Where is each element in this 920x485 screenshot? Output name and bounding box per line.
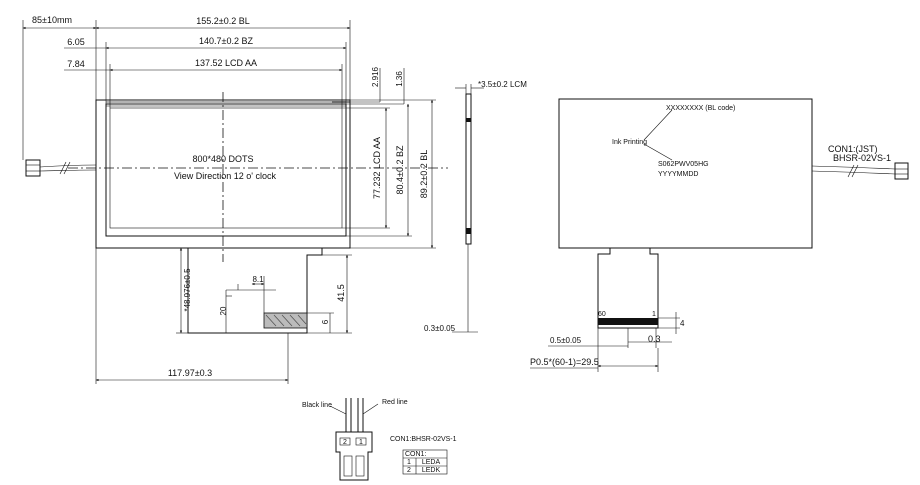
pin-1-label: 1	[652, 311, 656, 318]
red-line-label: Red line	[382, 399, 408, 406]
pin-2-marker: 2	[343, 439, 347, 446]
resolution-label: 800*480 DOTS	[192, 154, 253, 164]
pin-table-row-no: 1	[407, 459, 411, 466]
dim-pitch: P0.5*(60-1)=29.5	[530, 357, 599, 367]
front-view: 85±10mm 155.2±0.2 BL 140.7±0.2 BZ 137.52…	[22, 15, 448, 384]
dim-7-84: 7.84	[67, 59, 85, 69]
pin-table-row-name: LEDA	[422, 459, 441, 466]
con-label-2: BHSR-02VS-1	[833, 153, 891, 163]
dim-bz-height: 80.4±0.2 BZ	[395, 145, 405, 194]
dim-41-5: 41.5	[336, 284, 346, 302]
dim-back-4: 4	[680, 319, 685, 328]
pin-table	[402, 449, 448, 475]
pin-table-row-name: LEDK	[422, 467, 441, 474]
dim-bl-height: 89.2±0.2 BL	[419, 150, 429, 198]
dim-lcm: *3.5±0.2 LCM	[478, 80, 527, 89]
dim-85: 85±10mm	[32, 15, 72, 25]
fpc-tail-outline	[187, 248, 323, 334]
dim-8-1: 8.1	[252, 275, 264, 284]
dim-aa-height: 77.232 LCD AA	[372, 137, 382, 199]
pin-table-header: CON1:	[405, 451, 426, 458]
dim-2-916: 2.916	[371, 66, 380, 87]
bezel-outline	[105, 103, 347, 237]
dim-6-05: 6.05	[67, 37, 85, 47]
pin-60-label: 60	[598, 311, 606, 318]
view-direction-label: View Direction 12 o' clock	[174, 171, 277, 181]
side-view: *3.5±0.2 LCM 0.3±0.05	[424, 80, 527, 333]
dim-back-0-3: 0.3	[648, 334, 661, 344]
dim-side-0-3: 0.3±0.05	[424, 324, 456, 333]
connector-housing	[335, 431, 373, 481]
fpc-contact-pad	[263, 312, 308, 329]
back-fpc-outline	[597, 248, 659, 329]
dim-back-0-5: 0.5±0.05	[550, 336, 582, 345]
bl-code-label: XXXXXXXX (BL code)	[666, 105, 735, 112]
dim-117-97: 117.97±0.3	[168, 368, 212, 378]
back-view: XXXXXXXX (BL code) Ink Printing S062PWV0…	[530, 98, 909, 372]
dim-bl-width: 155.2±0.2 BL	[196, 16, 249, 26]
pin-1-marker: 1	[359, 439, 363, 446]
con-label-1: CON1:(JST)	[828, 144, 878, 154]
side-profile	[465, 93, 472, 245]
connector-detail: Black line Red line 2 1 CON1:BHSR-02VS-1…	[302, 398, 457, 481]
cable-wire-2	[39, 169, 97, 172]
dim-bz-width: 140.7±0.2 BZ	[199, 36, 253, 46]
dim-6: 6	[321, 319, 330, 324]
dim-aa-width: 137.52 LCD AA	[195, 58, 257, 68]
dim-20: 20	[219, 306, 228, 315]
dim-1-36: 1.36	[395, 71, 404, 87]
cable-connector-plug	[25, 159, 41, 177]
back-fpc-contacts	[598, 318, 658, 325]
back-cable-plug	[894, 162, 909, 180]
back-panel-outline	[558, 98, 813, 249]
date-code-label: YYYYMMDD	[658, 171, 698, 178]
pin-table-row-no: 2	[407, 467, 411, 474]
model-label: S062PWV05HG	[658, 161, 709, 168]
connector-name: CON1:BHSR-02VS-1	[390, 436, 457, 443]
black-line-label: Black line	[302, 402, 332, 409]
ink-printing-label: Ink Printing	[612, 139, 647, 146]
dim-48-976: *48.976±0.5	[183, 268, 192, 312]
